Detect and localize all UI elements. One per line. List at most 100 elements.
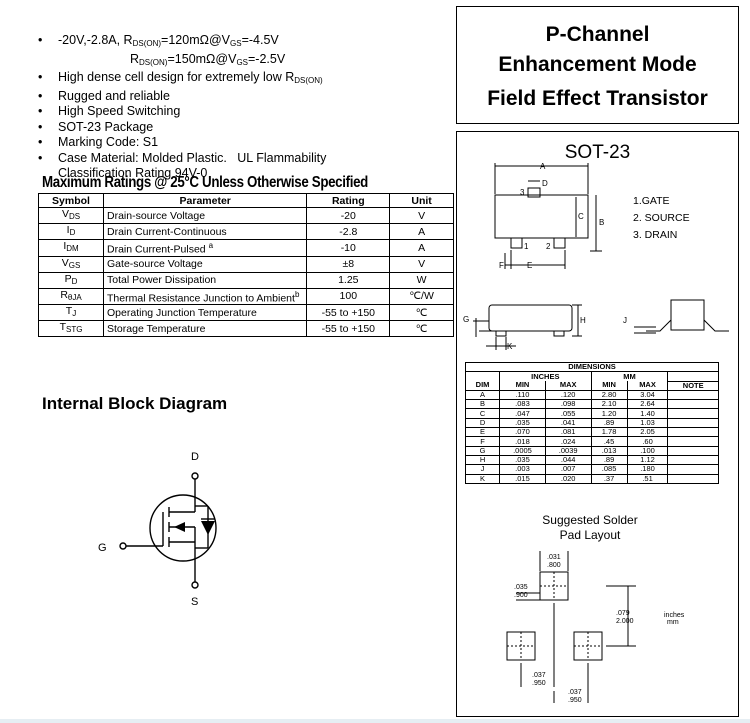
solder-dim-3-mm: 2.000: [616, 618, 634, 625]
dims-cell: .070: [499, 427, 546, 438]
gate-label: G: [98, 542, 107, 554]
dims-cell: D: [464, 417, 501, 429]
package-outline-drawing: A D 3 C B 1 2 F E G H K J: [463, 162, 729, 351]
dims-cell: .120: [544, 389, 592, 401]
ratings-cell-param: Drain Current-Continuous: [103, 223, 308, 240]
dims-cell: [667, 399, 719, 410]
dim-label-a: A: [540, 162, 546, 171]
ratings-cell-sym: PD: [37, 271, 105, 289]
dim-label-d: D: [542, 179, 548, 188]
pin-label-1: 1: [524, 242, 529, 251]
dims-cell: [667, 464, 719, 475]
inches-header: INCHES: [499, 371, 592, 382]
dims-cell: [667, 417, 719, 429]
dims-cell: 2.80: [590, 389, 628, 401]
dims-cell: .007: [544, 464, 592, 475]
package-name: SOT-23: [564, 142, 631, 163]
solder-dim-1-in: .031: [547, 554, 561, 561]
ratings-cell-unit: A: [389, 223, 454, 240]
dims-cell: H: [464, 454, 501, 466]
dims-cell: .89: [590, 417, 628, 429]
dim-label-f: F: [499, 261, 504, 270]
dims-row: K.015.020.37.51: [464, 473, 719, 484]
pin-label-2: 2: [546, 242, 551, 251]
ratings-header-cell: Parameter: [103, 193, 308, 208]
ratings-cell-rating: -10: [306, 239, 391, 257]
solder-dim-5-in: .037: [568, 689, 582, 696]
dims-cell: .055: [544, 408, 592, 419]
ratings-cell-param: Drain Current-Pulsed a: [103, 239, 308, 257]
ratings-cell-unit: ℃: [389, 304, 454, 321]
dims-cell: .020: [544, 473, 592, 484]
dims-cell: .0039: [544, 445, 592, 456]
dims-cell: [667, 427, 719, 438]
ratings-cell-sym: VGS: [37, 255, 105, 273]
ratings-cell-rating: -2.8: [306, 223, 391, 240]
dims-cell: .51: [626, 473, 669, 484]
solder-dim-4-mm: .950: [532, 680, 546, 687]
title-box: P-Channel Enhancement Mode Field Effect …: [456, 6, 739, 124]
pin-2-label: 2. SOURCE: [633, 212, 690, 224]
package-box: SOT-23: [456, 131, 739, 717]
units-mm: mm: [667, 619, 679, 626]
dims-cell: .100: [626, 445, 669, 456]
dims-cell: .098: [544, 399, 592, 410]
solder-dim-4-in: .037: [532, 672, 546, 679]
dims-cell: .180: [626, 464, 669, 475]
dims-cell: .015: [499, 473, 546, 484]
ratings-cell-unit: ℃/W: [389, 287, 454, 305]
dims-cell: .60: [626, 436, 669, 447]
dims-col-header: MIN: [590, 381, 628, 391]
dims-cell: .024: [544, 436, 592, 447]
mosfet-symbol: D G S: [98, 451, 217, 608]
dimensions-title: DIMENSIONS: [465, 361, 719, 373]
dim-label-e: E: [527, 261, 532, 270]
dims-cell: .047: [499, 408, 546, 419]
solder-pad-layout: .031 .800 .035 .900 .079 2.000 inches mm…: [506, 551, 685, 704]
ratings-cell-unit: ℃: [389, 320, 454, 337]
dims-cell: 2.10: [590, 399, 628, 410]
dims-cell: 3.04: [626, 389, 669, 401]
ratings-cell-param: Thermal Resistance Junction to Ambientb: [103, 287, 308, 305]
solder-title-line-2: Pad Layout: [559, 528, 621, 542]
dims-cell: F: [464, 436, 501, 447]
dims-cell: .018: [499, 436, 546, 447]
dims-cell: [667, 445, 719, 456]
dims-col-header: NOTE: [667, 380, 719, 391]
ratings-header-cell: Rating: [306, 193, 391, 208]
dims-cell: 1.12: [626, 454, 669, 466]
mm-header: MM: [590, 371, 669, 382]
dims-cell: 2.64: [626, 399, 669, 410]
ratings-cell-sym: IDM: [37, 239, 105, 257]
dims-cell: .081: [544, 427, 592, 438]
ratings-cell-sym: TSTG: [37, 320, 105, 337]
dims-row: J.003.007.085.180: [464, 464, 719, 475]
dims-cell: J: [464, 464, 501, 475]
units-inches: inches: [664, 612, 685, 619]
dims-row: G.0005.0039.013.100: [464, 445, 719, 456]
solder-pad-title: Suggested Solder Pad Layout: [520, 513, 660, 543]
dims-row: F.018.024.45.60: [464, 436, 719, 447]
dims-cell: C: [464, 408, 501, 419]
feature-item: •Rugged and reliable: [38, 88, 170, 103]
dims-cell: [667, 389, 719, 401]
title-line-3: Field Effect Transistor: [487, 87, 708, 110]
top-view: [494, 163, 602, 269]
solder-dim-1-mm: .800: [547, 562, 561, 569]
dim-label-h: H: [580, 316, 586, 325]
dims-cell: K: [464, 473, 501, 484]
dims-cell: .085: [590, 464, 628, 475]
ratings-cell-sym: ID: [37, 223, 105, 240]
dims-cell: G: [464, 445, 501, 456]
ratings-cell-sym: TJ: [37, 304, 105, 321]
